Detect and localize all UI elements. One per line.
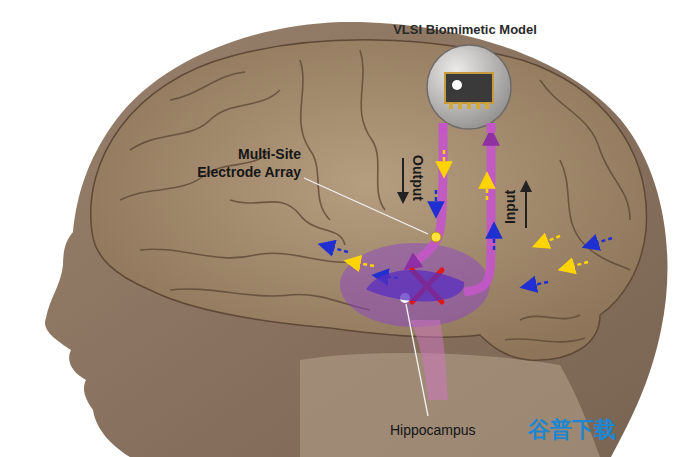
chip-node: VLSI Biomimetic Model — [378, 22, 552, 133]
brain — [91, 40, 647, 360]
signal-arrow — [326, 246, 348, 252]
hippocampus-shape — [360, 262, 470, 312]
signal-arrows — [326, 150, 612, 286]
chip-pin — [485, 103, 489, 109]
chip-die — [445, 73, 493, 103]
dome-shell — [427, 45, 511, 129]
chip-pin — [449, 103, 453, 109]
direction-arrow — [402, 158, 404, 198]
signal-arrow — [435, 190, 438, 210]
chip-pin — [467, 103, 471, 109]
chip-pin — [476, 103, 480, 109]
tube-stem — [487, 123, 496, 133]
head-silhouette — [45, 22, 667, 457]
tube-stem — [439, 123, 448, 133]
signal-arrow — [443, 150, 446, 170]
region-node: Hippocampus — [360, 262, 470, 312]
flow-label: Output — [410, 155, 426, 201]
signal-arrow — [493, 230, 496, 250]
signal-tube — [464, 135, 491, 292]
leader-line — [304, 178, 428, 234]
signal-arrow — [528, 282, 548, 286]
signal-arrow — [352, 262, 374, 266]
brain-gyri — [120, 50, 630, 342]
watermark: 谷普下载 — [528, 416, 616, 444]
flow-label: Input — [502, 190, 518, 224]
chip-dome — [378, 37, 552, 133]
chip-pin — [458, 103, 462, 109]
signal-arrow — [566, 262, 588, 268]
brainstem — [410, 320, 448, 400]
signal-arrow — [540, 236, 560, 244]
callout-label: Multi-Site Electrode Array — [183, 146, 301, 181]
region-label: Hippocampus — [390, 422, 476, 438]
signal-arrow — [486, 180, 489, 200]
signal-tube — [410, 133, 444, 266]
direction-arrow — [525, 186, 527, 228]
signal-arrow — [590, 238, 612, 245]
limbic-glow — [340, 243, 490, 327]
component-label: VLSI Biomimetic Model — [378, 22, 552, 37]
leader-line — [406, 304, 428, 416]
chip-dot — [452, 80, 462, 90]
electrode-dot — [431, 232, 441, 242]
hippocampus-region — [366, 270, 464, 301]
